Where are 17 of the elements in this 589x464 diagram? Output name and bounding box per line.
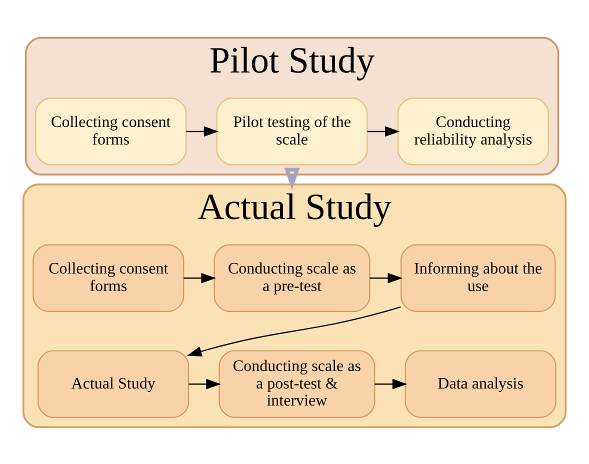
arrow: [188, 378, 221, 389]
arrow: [284, 167, 300, 190]
node-box: Collecting consent forms: [32, 244, 184, 312]
arrow: [186, 126, 219, 136]
node-box: Data analysis: [404, 350, 556, 418]
node-box: Informing about the use: [400, 244, 556, 312]
arrow: [184, 272, 216, 283]
node-box: Conducting reliability analysis: [397, 97, 549, 165]
arrow: [374, 378, 408, 389]
node-box: Pilot testing of the scale: [216, 97, 368, 165]
arrow: [370, 272, 403, 283]
node-box: Actual Study: [38, 350, 190, 418]
node-box: Collecting consent forms: [35, 97, 187, 165]
node-box: Conducting scale as a pre-test: [214, 244, 370, 312]
arrow: [186, 306, 401, 356]
node-box: Conducting scale as a post-test & interview: [218, 350, 376, 418]
arrow: [367, 126, 400, 136]
